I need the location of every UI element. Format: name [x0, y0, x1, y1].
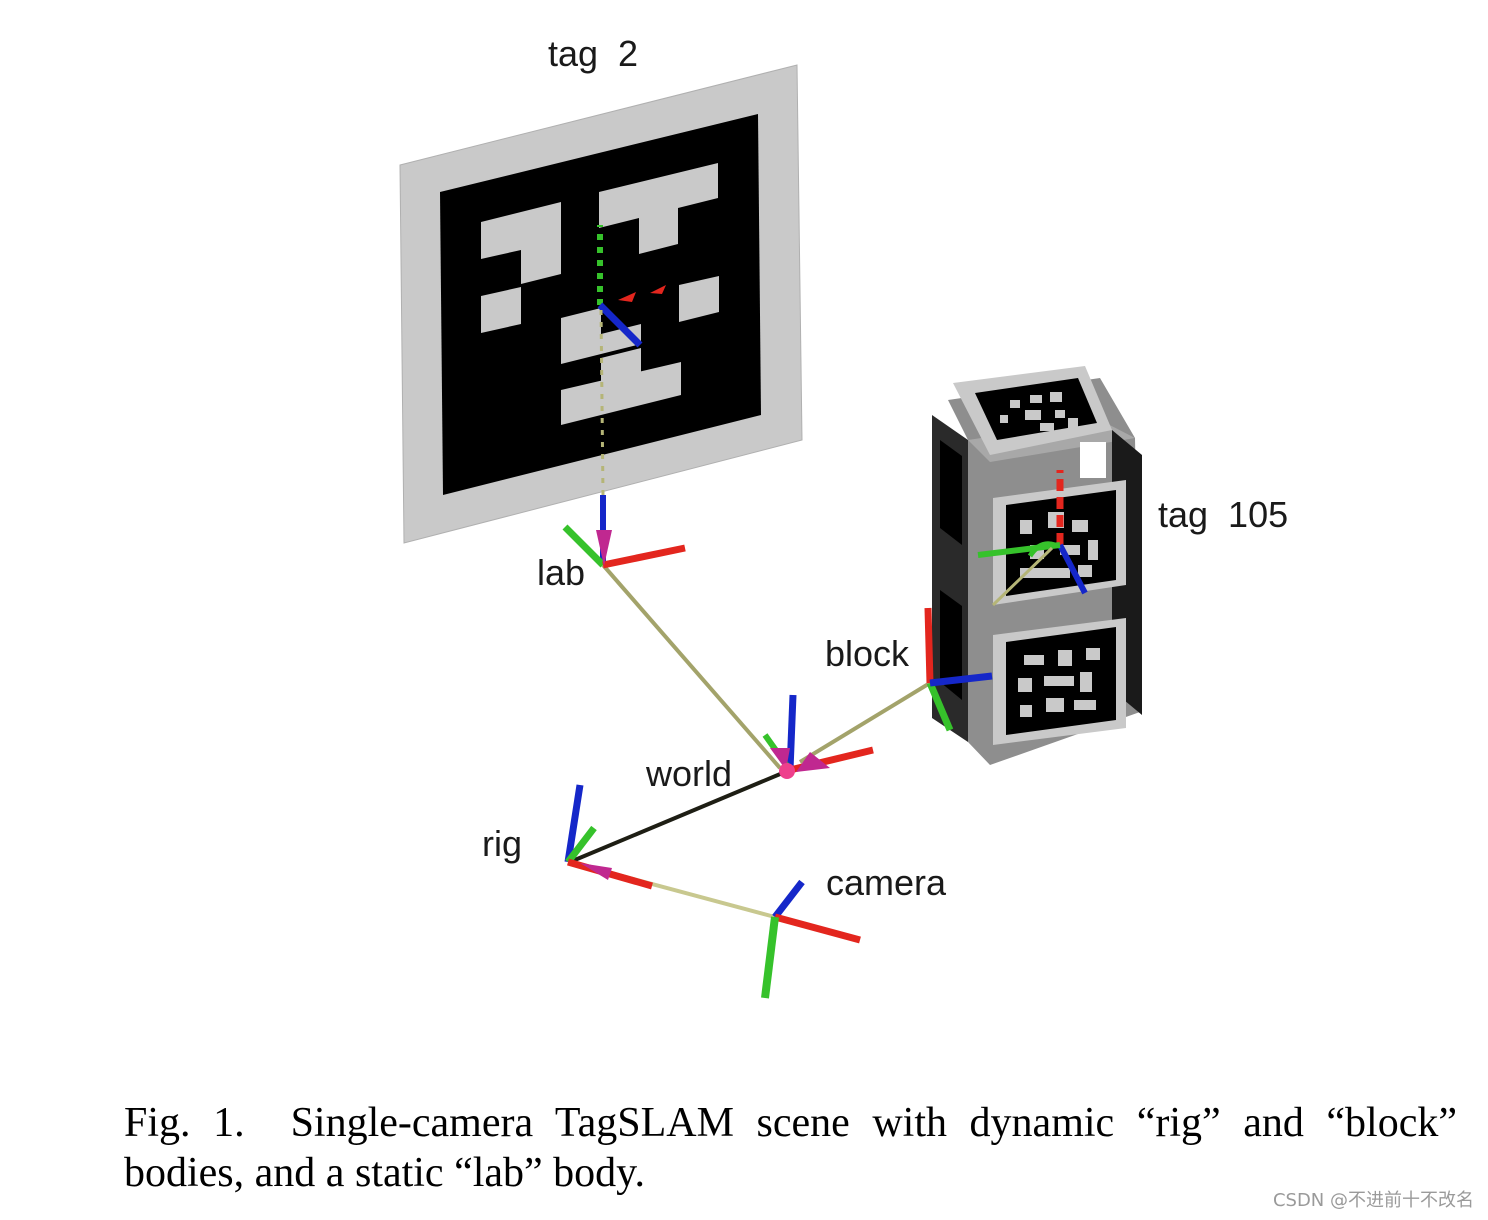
tag-105-label: tag 105	[1158, 494, 1288, 535]
tag-2-marker	[399, 64, 803, 544]
lab-frame-axes	[562, 495, 686, 569]
tag-105-block	[932, 366, 1142, 765]
tagslam-scene-figure: tag 2 tag 105 lab block world rig camera	[399, 33, 1288, 999]
world-frame-axes	[762, 694, 874, 779]
world-label: world	[645, 753, 732, 794]
caption-text: Single-camera TagSLAM scene with dynamic…	[124, 1100, 1457, 1196]
tag-2-label: tag 2	[548, 33, 638, 74]
camera-label: camera	[826, 862, 947, 903]
figure-caption: Fig. 1.Single-camera TagSLAM scene with …	[124, 1098, 1457, 1198]
csdn-watermark: CSDN @不进前十不改名	[1272, 1190, 1474, 1211]
rig-frame-axes	[564, 784, 653, 890]
rig-label: rig	[482, 823, 522, 864]
tag-2-frame-axes	[597, 225, 666, 496]
figure-number: Fig. 1.	[124, 1100, 245, 1146]
lab-label: lab	[537, 552, 585, 593]
block-frame-axes	[924, 607, 993, 732]
camera-frame-axes	[761, 879, 861, 999]
block-label: block	[825, 633, 910, 674]
